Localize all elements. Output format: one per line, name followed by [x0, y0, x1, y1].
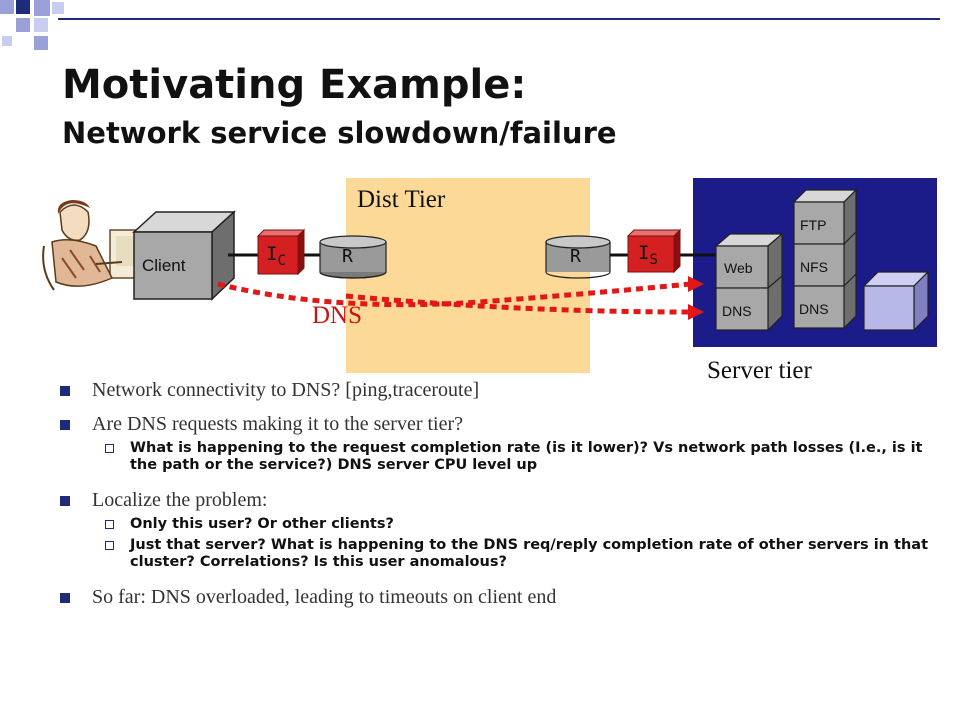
network-diagram: Dist Tier Server tier	[42, 178, 937, 384]
bullet-text: Are DNS requests making it to the server…	[92, 413, 464, 435]
is-label-main: I	[638, 242, 650, 264]
is-label-sub: S	[649, 251, 658, 268]
corner-square	[34, 0, 50, 16]
sub-bullet-marker	[105, 444, 114, 453]
bullet-text: Network connectivity to DNS? [ping,trace…	[92, 379, 480, 401]
ic-label: IC	[266, 243, 286, 269]
is-monitor	[626, 228, 682, 274]
dns-flow-label: DNS	[312, 302, 363, 329]
corner-square	[52, 2, 64, 14]
nfs-server-label: NFS	[800, 259, 828, 275]
client-box	[132, 210, 236, 301]
corner-square	[34, 18, 48, 32]
bullet-item: Network connectivity to DNS? [ping,trace…	[58, 378, 938, 402]
bullet-marker	[60, 593, 70, 603]
bullet-text: So far: DNS overloaded, leading to timeo…	[92, 586, 557, 608]
sub-bullet-text: What is happening to the request complet…	[130, 440, 923, 473]
user-icon	[42, 200, 141, 291]
sub-bullet-text: Just that server? What is happening to t…	[130, 537, 929, 570]
bullet-item: So far: DNS overloaded, leading to timeo…	[58, 585, 938, 609]
bullet-item: Localize the problem:	[58, 488, 938, 512]
dns-flow-arrows	[217, 276, 704, 320]
dns-server-left-label: DNS	[722, 303, 752, 319]
diagram-graphics	[42, 188, 930, 332]
ftp-server-label: FTP	[800, 217, 827, 233]
slide-title: Motivating Example:	[62, 62, 527, 108]
sub-bullet-marker	[105, 520, 114, 529]
client-label: Client	[142, 256, 186, 275]
bullet-text: Localize the problem:	[92, 489, 268, 511]
dns-server-right-label: DNS	[799, 301, 829, 317]
r-left-label: R	[342, 246, 353, 267]
header-rule	[58, 18, 940, 20]
slide-subtitle: Network service slowdown/failure	[62, 116, 617, 150]
ic-monitor	[256, 228, 306, 276]
ic-label-main: I	[266, 243, 278, 265]
corner-square	[16, 18, 30, 32]
server-small-box	[862, 270, 930, 332]
router-left	[319, 235, 387, 279]
sub-bullet-text: Only this user? Or other clients?	[130, 516, 394, 532]
sub-bullet-item: What is happening to the request complet…	[58, 440, 938, 474]
corner-square	[16, 0, 30, 14]
web-server-label: Web	[724, 260, 753, 276]
bullet-list: Network connectivity to DNS? [ping,trace…	[58, 378, 938, 619]
corner-square	[0, 0, 14, 14]
server-tier-label: Server tier	[707, 357, 812, 384]
bullet-marker	[60, 420, 70, 430]
ic-label-sub: C	[277, 252, 286, 269]
sub-bullet-item: Only this user? Or other clients?	[58, 516, 938, 533]
sub-bullet-marker	[105, 541, 114, 550]
bullet-marker	[60, 386, 70, 396]
r-right-label: R	[570, 246, 581, 267]
router-right	[545, 235, 611, 279]
dist-tier-region	[346, 178, 590, 373]
corner-square	[2, 36, 12, 46]
bullet-marker	[60, 496, 70, 506]
server-ftp-nfs-dns-stack	[792, 188, 858, 330]
is-label: IS	[638, 242, 658, 268]
server-web-dns-stack	[714, 232, 784, 332]
corner-square	[34, 36, 48, 50]
dist-tier-label: Dist Tier	[357, 186, 446, 213]
sub-bullet-item: Just that server? What is happening to t…	[58, 537, 938, 571]
bullet-item: Are DNS requests making it to the server…	[58, 412, 938, 436]
